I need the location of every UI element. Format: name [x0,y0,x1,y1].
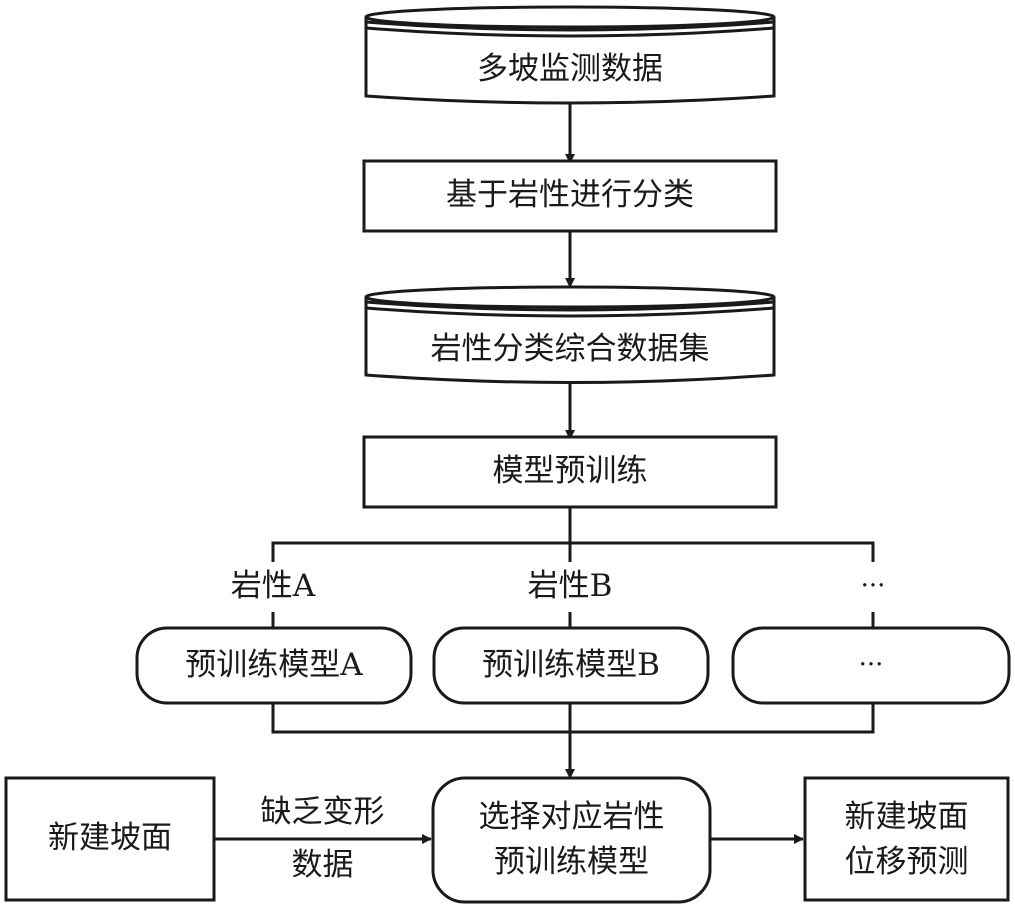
edge-label-lack-data-line2: 数据 [291,846,354,883]
node-prediction-line2: 位移预测 [844,843,969,880]
node-pretrained-model-a: 预训练模型A [185,646,363,683]
database-cylinder-2 [364,285,776,384]
node-pretrained-model-b: 预训练模型B [482,646,660,683]
branch-bracket-bottom [271,703,875,734]
process-box-pretraining [362,435,778,509]
branch-label-b: 岩性B [510,562,630,612]
branch-bracket-top [271,541,875,562]
database-cylinder-1 [364,5,776,105]
node-prediction-line1: 新建坡面 [844,798,969,835]
node-select-model-line2: 预训练模型 [494,843,649,880]
node-new-slope: 新建坡面 [48,820,172,857]
node-model-pretraining: 模型预训练 [492,453,648,490]
box-prediction [803,776,1010,902]
model-box-more [731,626,1011,705]
branch-label-more: ··· [833,562,913,612]
edge-label-lack-data-line1: 缺乏变形 [260,793,385,830]
node-select-model-line1: 选择对应岩性 [478,798,665,835]
node-multi-slope-data: 多坡监测数据 [477,51,663,88]
node-pretrained-model-more: ··· [858,649,884,680]
node-lithology-dataset: 岩性分类综合数据集 [430,331,710,368]
node-classify-by-lithology: 基于岩性进行分类 [446,177,694,214]
branch-label-a: 岩性A [213,562,333,612]
box-new-slope [4,776,216,902]
